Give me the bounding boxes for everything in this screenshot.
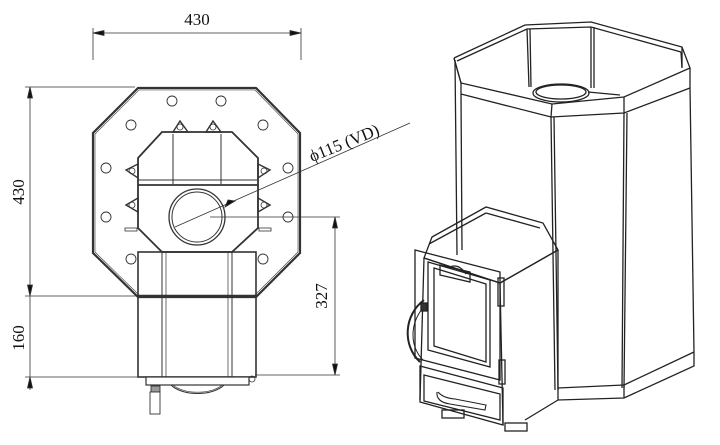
flue-callout-label: ϕ115 (VD): [306, 120, 382, 165]
flue-outlet: [168, 188, 226, 246]
dimension-right: [210, 216, 340, 376]
flue-callout-leader: [174, 122, 411, 228]
dimension-left-height-label: 430: [9, 179, 28, 205]
dimension-right-label: 327: [312, 283, 331, 309]
dimension-top-label: 430: [184, 10, 210, 29]
bolt-holes: [100, 95, 294, 265]
dimension-left-lower-label: 160: [9, 325, 28, 351]
isometric-view: [406, 21, 695, 432]
plan-view: [91, 86, 302, 415]
dimension-left: [25, 86, 150, 390]
dimension-top-width: [92, 28, 302, 60]
